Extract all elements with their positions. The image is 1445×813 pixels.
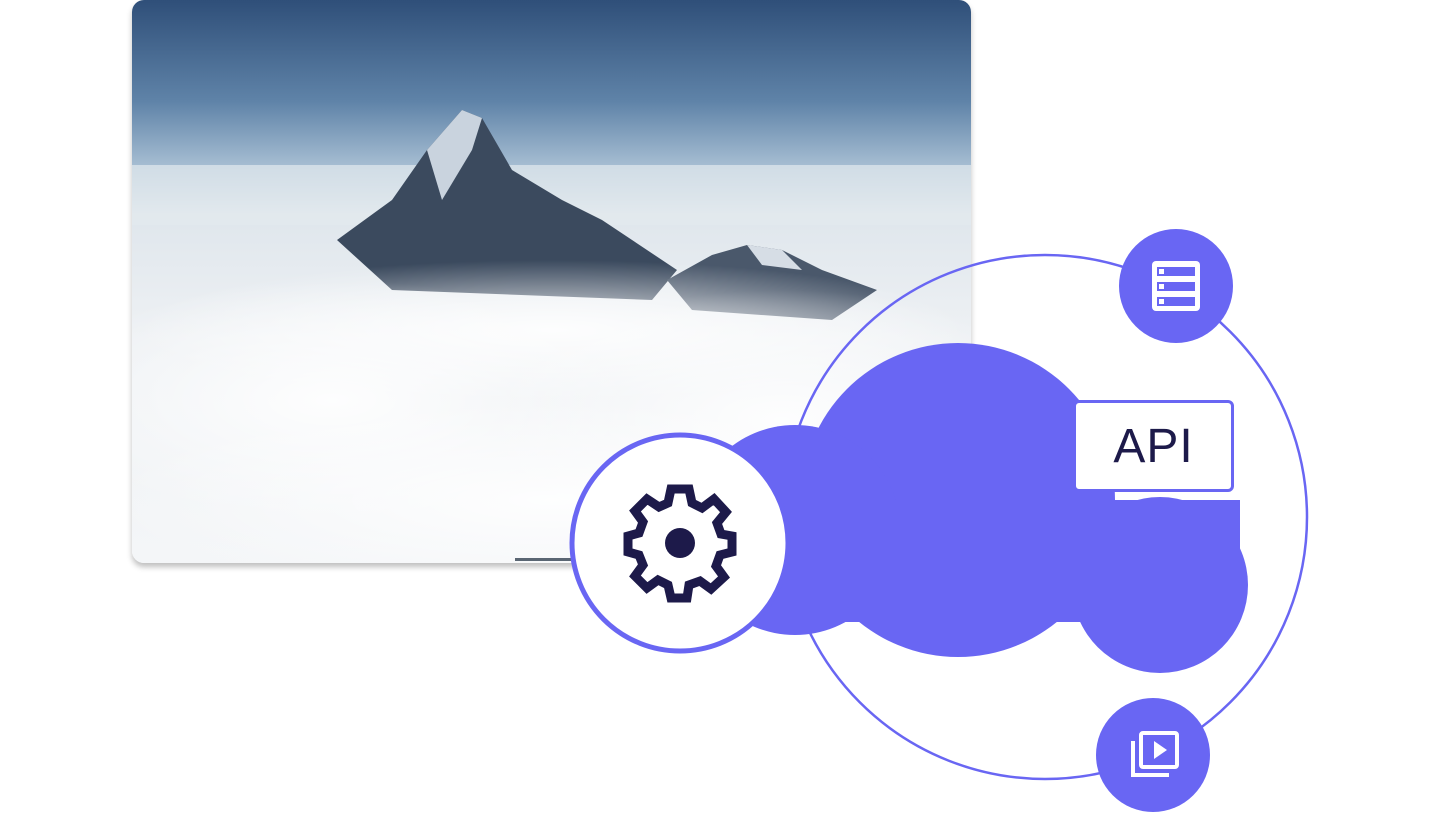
video-library-icon: [1131, 731, 1179, 777]
gear-badge[interactable]: [569, 432, 791, 654]
api-label: API: [1073, 400, 1234, 492]
server-list-icon: [1152, 261, 1200, 311]
video-badge[interactable]: [1096, 698, 1210, 812]
gear-icon: [623, 484, 737, 603]
database-badge[interactable]: [1119, 229, 1233, 343]
